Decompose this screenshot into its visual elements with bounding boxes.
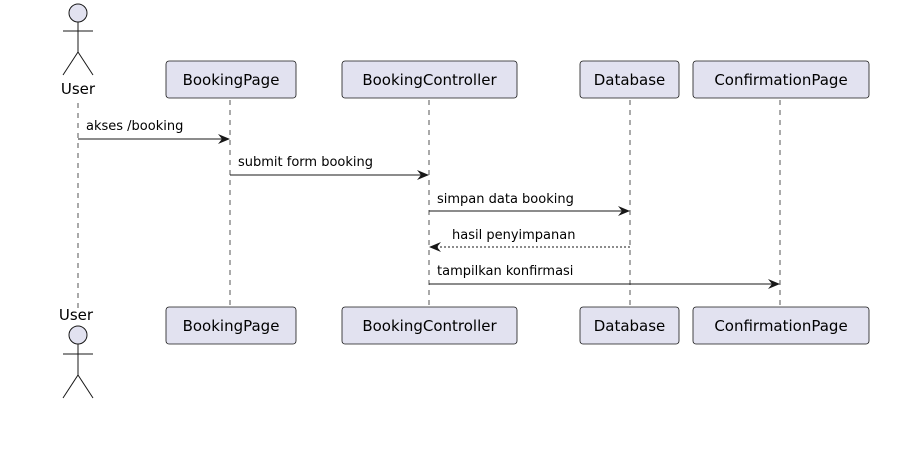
message-5: tampilkan konfirmasi	[429, 264, 780, 289]
participant-label: BookingController	[362, 71, 497, 89]
actor-head-icon	[68, 325, 88, 345]
participant-box	[692, 60, 870, 99]
message-label: hasil penyimpanan	[452, 228, 575, 243]
message-label: tampilkan konfirmasi	[437, 264, 573, 279]
participant-box	[165, 60, 297, 99]
actor-body-icon	[62, 344, 94, 399]
message-3: simpan data booking	[429, 192, 630, 216]
participant-bookingpage-bottom: BookingPage	[165, 306, 297, 345]
actor-label-user-top: User	[61, 80, 96, 98]
actor-head-icon	[68, 3, 88, 23]
participant-bookingpage-top: BookingPage	[165, 60, 297, 99]
participant-database-bottom: Database	[579, 306, 680, 345]
participant-label: BookingController	[362, 317, 497, 335]
participant-box	[341, 306, 518, 345]
actor-user-top: User	[61, 3, 96, 98]
actor-user-bottom: User	[59, 306, 94, 399]
message-4: hasil penyimpanan	[429, 228, 630, 252]
participant-box	[692, 306, 870, 345]
participant-box	[579, 60, 680, 99]
actor-label-user-bottom: User	[59, 306, 94, 324]
participant-box	[579, 306, 680, 345]
participant-label: BookingPage	[183, 71, 280, 89]
participant-box	[165, 306, 297, 345]
participant-bookingcontroller-top: BookingController	[341, 60, 518, 99]
messages: akses /booking submit form booking simpa…	[78, 119, 780, 289]
participant-label: ConfirmationPage	[714, 317, 847, 335]
message-label: simpan data booking	[437, 192, 574, 207]
message-label: akses /booking	[86, 119, 183, 134]
participant-label: Database	[594, 317, 666, 335]
participant-label: ConfirmationPage	[714, 71, 847, 89]
participant-database-top: Database	[579, 60, 680, 99]
lifelines	[77, 100, 781, 308]
participant-box	[341, 60, 518, 99]
message-1: akses /booking	[78, 119, 230, 144]
message-2: submit form booking	[230, 155, 429, 180]
actor-body-icon	[62, 22, 94, 76]
participant-label: Database	[594, 71, 666, 89]
participant-bookingcontroller-bottom: BookingController	[341, 306, 518, 345]
participant-confirmationpage-bottom: ConfirmationPage	[692, 306, 870, 345]
participant-label: BookingPage	[183, 317, 280, 335]
message-label: submit form booking	[238, 155, 373, 170]
participant-confirmationpage-top: ConfirmationPage	[692, 60, 870, 99]
